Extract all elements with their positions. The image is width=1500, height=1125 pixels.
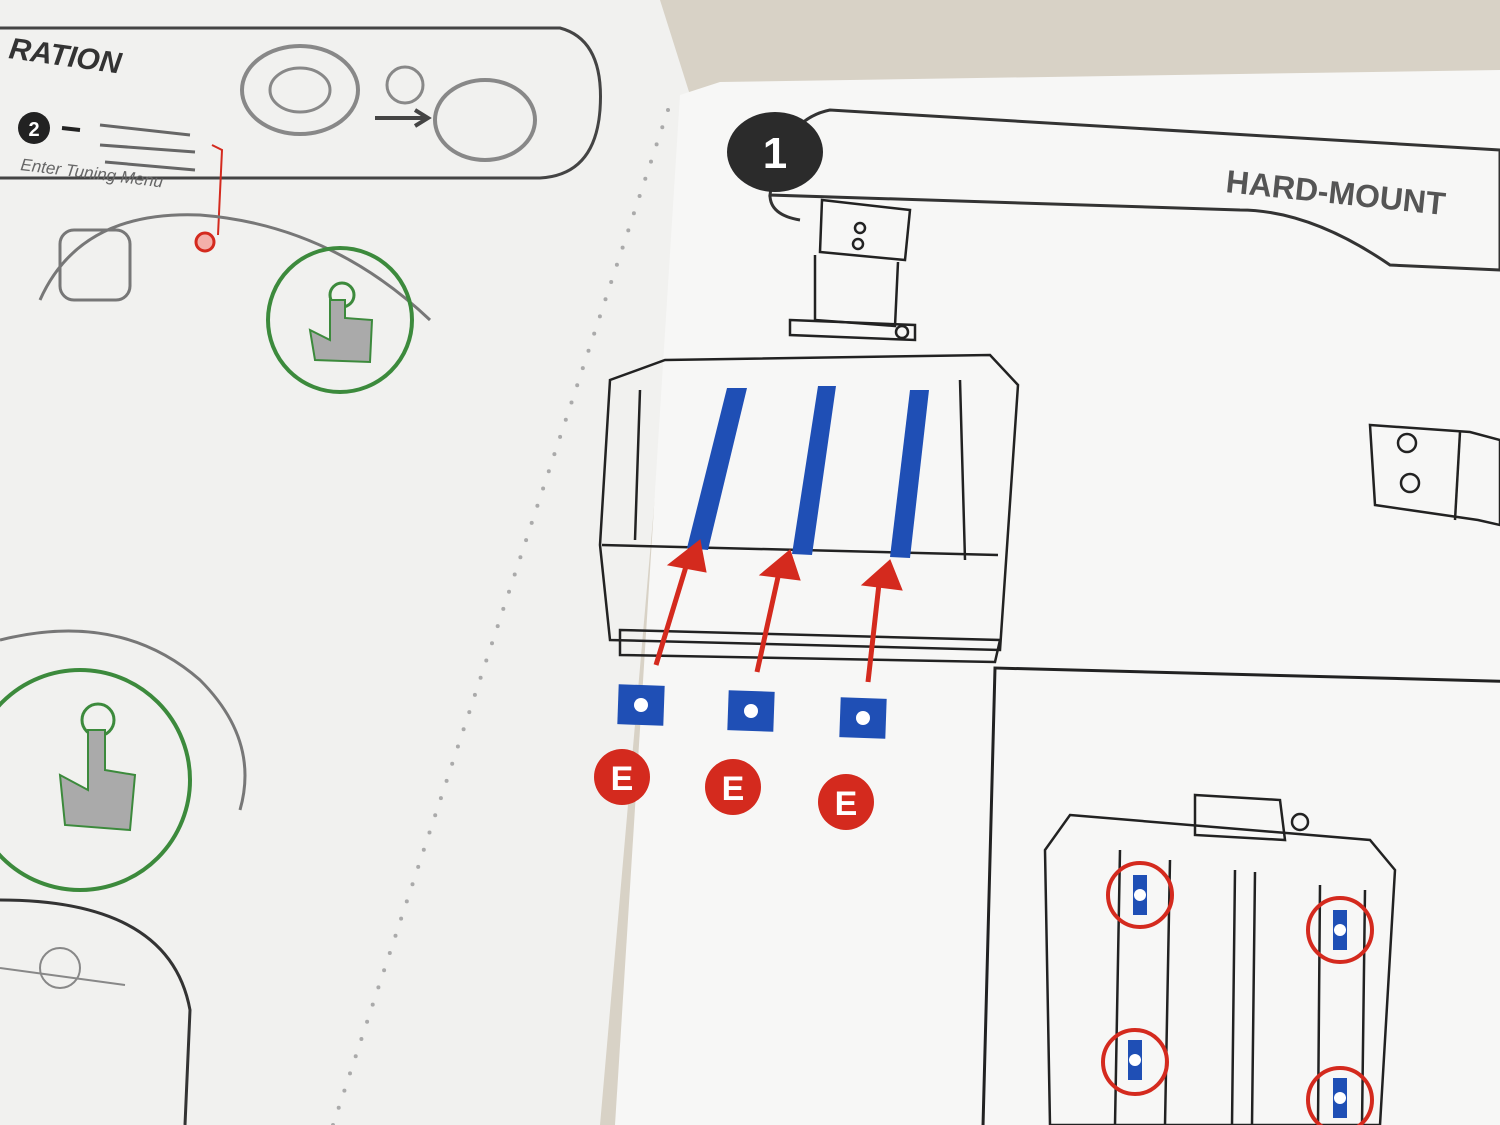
rail-slot-1 <box>687 388 747 550</box>
perforation-dot <box>586 348 591 353</box>
perforation-dot <box>518 555 523 560</box>
perforation-dot <box>558 434 563 439</box>
perforation-dot <box>654 142 659 147</box>
rail-slot-2 <box>792 386 836 555</box>
arrow-right-icon <box>375 108 432 128</box>
detail-wheel-base-drawing <box>1043 793 1397 1125</box>
perforation-dot <box>597 314 602 319</box>
perforation-dot <box>348 1071 352 1076</box>
perforation-dot <box>620 245 625 250</box>
perforation-dot <box>603 297 608 302</box>
perforation-dot <box>541 486 546 491</box>
left-page: RATION 2 Enter Tuning Menu <box>0 0 690 1125</box>
perforation-dot <box>643 176 648 181</box>
crosshair-icon <box>385 65 425 105</box>
perforation-dot <box>614 262 619 267</box>
perforation-dot <box>410 882 415 887</box>
svg-text:2: 2 <box>28 119 39 141</box>
perforation-dot <box>438 796 443 801</box>
svg-text:E: E <box>835 785 858 823</box>
perforation-dot <box>404 899 409 904</box>
left-step-badge <box>18 112 50 144</box>
button-highlight <box>194 231 216 253</box>
insert-arrows <box>653 539 903 683</box>
perforation-dot <box>592 331 597 336</box>
perforation-dot <box>563 417 568 422</box>
perforation-dot <box>353 1054 358 1059</box>
perforation-dot <box>336 1105 341 1110</box>
perforation-dot <box>552 452 557 457</box>
wheel-icon <box>240 44 360 136</box>
wheel-icon-2 <box>433 78 537 162</box>
perforation-dot <box>342 1088 347 1093</box>
perforation-dot <box>501 606 506 611</box>
right-step-badge <box>727 112 823 192</box>
perforation-dot <box>393 933 398 938</box>
perforation-dot <box>461 727 466 732</box>
perforation-dot <box>637 194 642 198</box>
perforation-dot <box>546 469 551 474</box>
arrow-icon <box>61 126 81 132</box>
perforation-dot <box>580 366 585 371</box>
perforation-dot <box>484 658 489 663</box>
perforation-dot <box>626 228 631 233</box>
perforation-dot <box>649 159 653 164</box>
rail-slot-3 <box>890 390 929 558</box>
perforation-dot <box>421 847 426 852</box>
zoom-circle-bottom <box>0 668 192 892</box>
perforation-dot <box>507 589 511 594</box>
perforation-dot <box>399 916 404 921</box>
finger-press-icon-2 <box>58 729 137 832</box>
perforation-dot <box>444 778 449 783</box>
perforation-dot <box>359 1037 364 1041</box>
perforation-dot <box>433 813 438 818</box>
tuning-menu-icon <box>99 123 196 172</box>
wheel-base-drawing-2 <box>0 629 247 811</box>
perforation-dot <box>666 108 670 112</box>
right-page: 1 HARD-MOUNT <box>594 70 1500 1125</box>
perforation-dot <box>467 710 472 715</box>
perforation-dot <box>609 280 614 284</box>
left-header-band <box>0 26 602 180</box>
perforation-dot <box>450 761 455 766</box>
perforation-dot <box>631 211 636 216</box>
part-e-label-2: E <box>705 759 761 815</box>
svg-text:E: E <box>611 760 634 798</box>
mount-bracket-drawing <box>1368 423 1500 527</box>
perforation-dot <box>660 125 665 130</box>
zoom-circle-top <box>266 246 414 394</box>
perforation-dot <box>370 1002 375 1007</box>
part-e-label-3: E <box>818 774 874 830</box>
perforation-dot <box>376 985 381 990</box>
part-e-label-1: E <box>594 749 650 805</box>
perforation-dot <box>524 538 529 543</box>
perforation-dot <box>495 624 500 629</box>
left-bottom-box <box>0 898 192 1125</box>
bolt-highlight-circles <box>1101 861 1374 1125</box>
perforation-dot <box>472 692 477 697</box>
finger-press-icon <box>308 299 374 364</box>
perforation-dot <box>387 951 392 955</box>
wheel-base-drawing <box>38 213 432 322</box>
perforation-dot <box>529 520 534 525</box>
detail-box <box>980 666 1500 1125</box>
perforation-dot <box>455 744 460 749</box>
perforation-dot <box>512 572 517 577</box>
t-nut-parts <box>617 684 887 739</box>
perforation-dot <box>382 968 387 973</box>
perforation-dot <box>478 675 483 680</box>
perforation-dot <box>427 830 432 835</box>
perforation-dot <box>535 503 540 508</box>
svg-text:E: E <box>722 770 745 808</box>
perforation-dot <box>416 864 421 869</box>
perforation-dot <box>575 383 580 388</box>
perforation-dot <box>569 400 574 405</box>
perforation-dot <box>490 641 494 646</box>
svg-text:1: 1 <box>763 129 787 178</box>
perforation-dot <box>365 1019 370 1024</box>
